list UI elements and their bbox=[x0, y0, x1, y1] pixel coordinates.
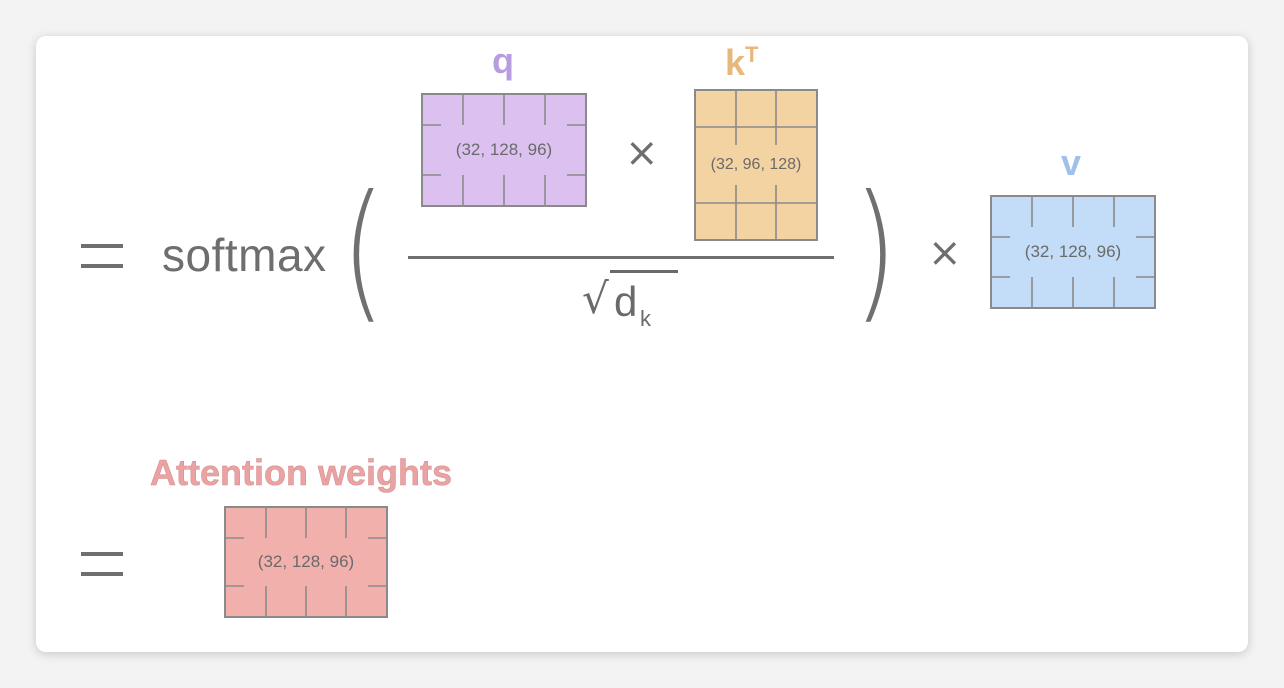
v-label: v bbox=[1061, 142, 1082, 183]
q-grid-lines bbox=[423, 95, 585, 205]
attention-matrix: (32, 128, 96) bbox=[224, 506, 388, 618]
q-shape-text: (32, 128, 96) bbox=[455, 140, 553, 159]
times-sign-qk: × bbox=[625, 130, 659, 176]
v-shape-text: (32, 128, 96) bbox=[1024, 242, 1122, 261]
kT-label-sup: T bbox=[745, 42, 759, 67]
kT-shape-text: (32, 96, 128) bbox=[710, 156, 802, 173]
q-label: q bbox=[492, 40, 514, 81]
v-matrix: (32, 128, 96) bbox=[990, 195, 1156, 309]
softmax-text: softmax bbox=[162, 229, 327, 281]
diagram-card bbox=[36, 36, 1248, 652]
kT-label-base: k bbox=[725, 42, 746, 83]
kT-label: kT bbox=[725, 42, 758, 84]
equals-sign-1 bbox=[81, 244, 123, 268]
attention-weights-label: Attention weights bbox=[150, 452, 452, 494]
sqrt-var: d bbox=[614, 278, 638, 325]
sqrt-symbol: √ bbox=[582, 274, 609, 323]
q-matrix: (32, 128, 96) bbox=[421, 93, 587, 207]
times-sign-v: × bbox=[928, 230, 962, 276]
fraction-bar bbox=[408, 256, 834, 259]
sqrt-bar bbox=[610, 270, 678, 273]
close-paren: ) bbox=[853, 164, 898, 338]
equals-sign-2 bbox=[81, 552, 123, 576]
kT-matrix: (32, 96, 128) bbox=[694, 89, 818, 241]
sqrt-sub: k bbox=[640, 306, 651, 331]
kT-grid-lines bbox=[696, 91, 816, 239]
attention-grid-lines bbox=[226, 508, 386, 616]
v-grid-lines bbox=[992, 197, 1154, 307]
attention-shape-text: (32, 128, 96) bbox=[257, 552, 355, 571]
open-paren: ( bbox=[341, 164, 386, 338]
